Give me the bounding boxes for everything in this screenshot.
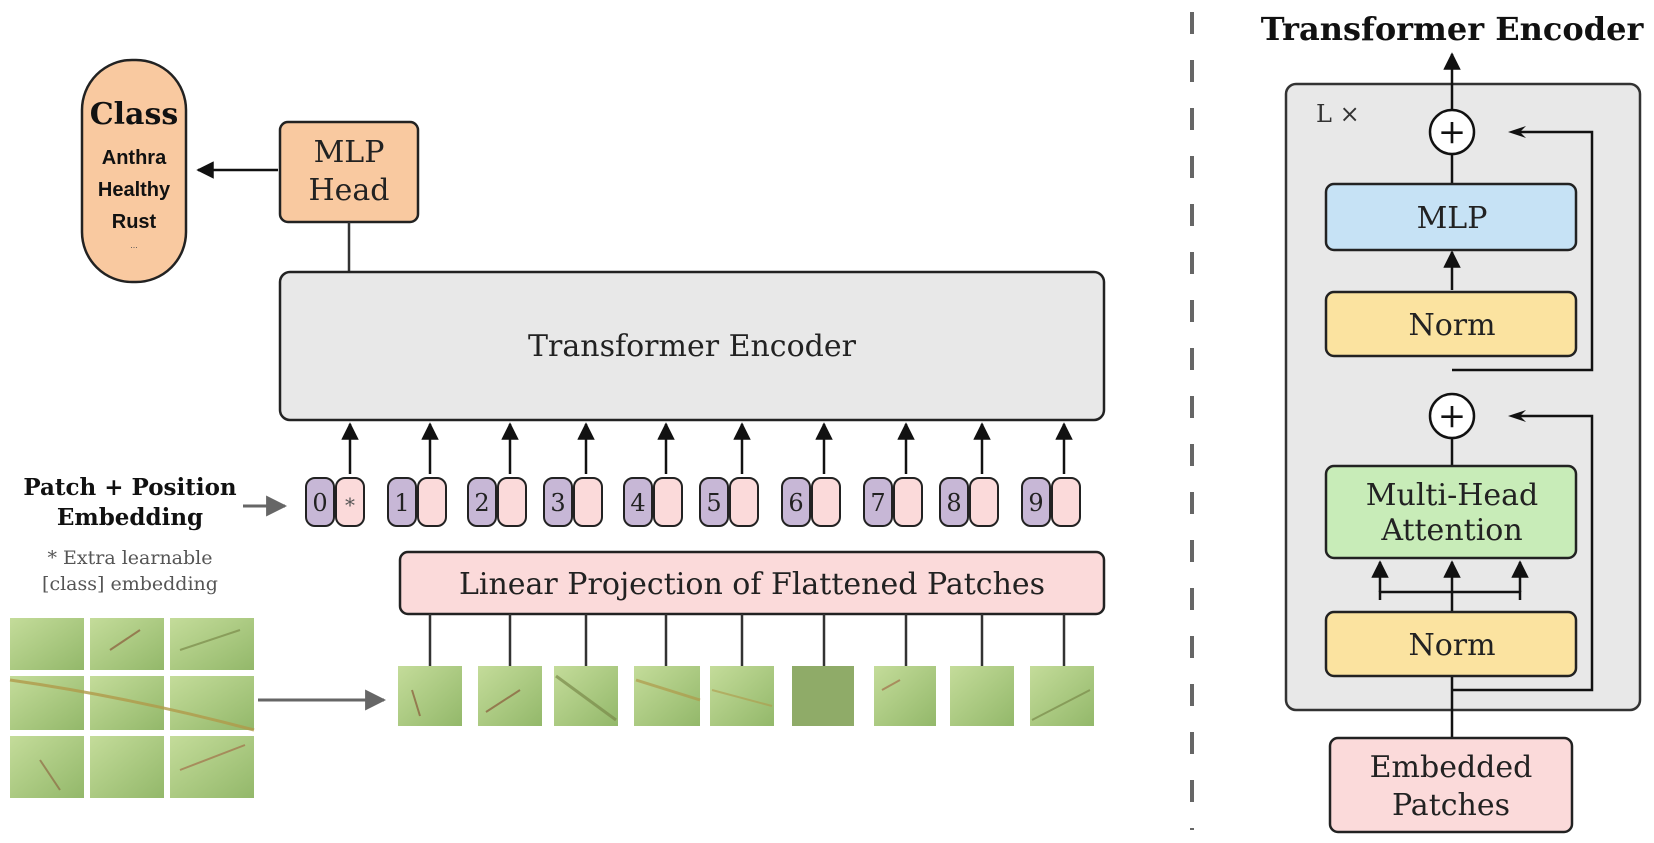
token-index: 4 — [630, 489, 645, 517]
token-2: 2 — [467, 477, 527, 527]
mlp-box: MLP — [1324, 182, 1578, 252]
leaf-image-grid — [9, 618, 255, 798]
class-ellipsis: ... — [130, 240, 138, 250]
residual-add-top: + — [1428, 108, 1476, 156]
extra-note-line1: * Extra learnable — [48, 547, 213, 569]
transformer-encoder-box: Transformer Encoder — [278, 270, 1106, 422]
norm-box-bottom: Norm — [1324, 610, 1578, 678]
token-index: 2 — [474, 489, 489, 517]
transformer-encoder-label: Transformer Encoder — [528, 329, 857, 364]
linear-projection-label: Linear Projection of Flattened Patches — [459, 567, 1045, 602]
token-index: 6 — [788, 489, 803, 517]
add-symbol: + — [1438, 112, 1467, 152]
token-3: 3 — [543, 477, 603, 527]
extra-note-line2: [class] embedding — [42, 573, 218, 595]
class-token-mark: * — [345, 493, 355, 517]
norm-label: Norm — [1408, 308, 1495, 343]
attention-line1: Multi-Head — [1366, 478, 1538, 513]
token-7: 7 — [863, 477, 923, 527]
class-item-healthy: Healthy — [98, 179, 171, 201]
input-line1: Embedded — [1370, 750, 1533, 785]
embedding-label-line2: Embedding — [57, 504, 203, 531]
linear-projection-box: Linear Projection of Flattened Patches — [398, 550, 1106, 616]
class-output-box: Class Anthra Healthy Rust ... — [80, 58, 188, 284]
token-8: 8 — [939, 477, 999, 527]
class-title: Class — [90, 97, 179, 132]
norm-box-top: Norm — [1324, 290, 1578, 358]
token-9: 9 — [1021, 477, 1081, 527]
mlp-label: MLP — [1417, 201, 1488, 236]
token-4: 4 — [623, 477, 683, 527]
embedding-label-line1: Patch + Position — [23, 474, 237, 501]
patch-connectors — [428, 614, 1066, 666]
token-6: 6 — [781, 477, 841, 527]
residual-add-mid: + — [1428, 392, 1476, 440]
class-item-anthra: Anthra — [102, 147, 167, 169]
norm-label: Norm — [1408, 628, 1495, 663]
mlp-head-line2: Head — [308, 173, 389, 208]
token-index: 9 — [1028, 489, 1043, 517]
token-index: 8 — [946, 489, 961, 517]
token-index: 0 — [312, 489, 327, 517]
embedded-patches-box: Embedded Patches — [1328, 736, 1574, 834]
token-index: 3 — [550, 489, 565, 517]
token-0: 0 * — [305, 477, 365, 527]
token-index: 7 — [870, 489, 885, 517]
mlp-head-line1: MLP — [314, 135, 385, 170]
token-5: 5 — [699, 477, 759, 527]
repeat-label: L × — [1316, 100, 1360, 128]
input-line2: Patches — [1392, 788, 1510, 823]
token-1: 1 — [387, 477, 447, 527]
multi-head-attention-box: Multi-Head Attention — [1324, 464, 1578, 560]
token-index: 1 — [394, 489, 409, 517]
encoder-detail-title: Transformer Encoder — [1261, 10, 1645, 48]
token-index: 5 — [706, 489, 721, 517]
add-symbol: + — [1438, 396, 1467, 436]
patch-tiles — [398, 666, 1094, 726]
attention-line2: Attention — [1380, 513, 1522, 548]
token-arrows — [341, 422, 1073, 474]
class-item-rust: Rust — [112, 211, 157, 233]
mlp-head-box: MLP Head — [278, 120, 420, 224]
